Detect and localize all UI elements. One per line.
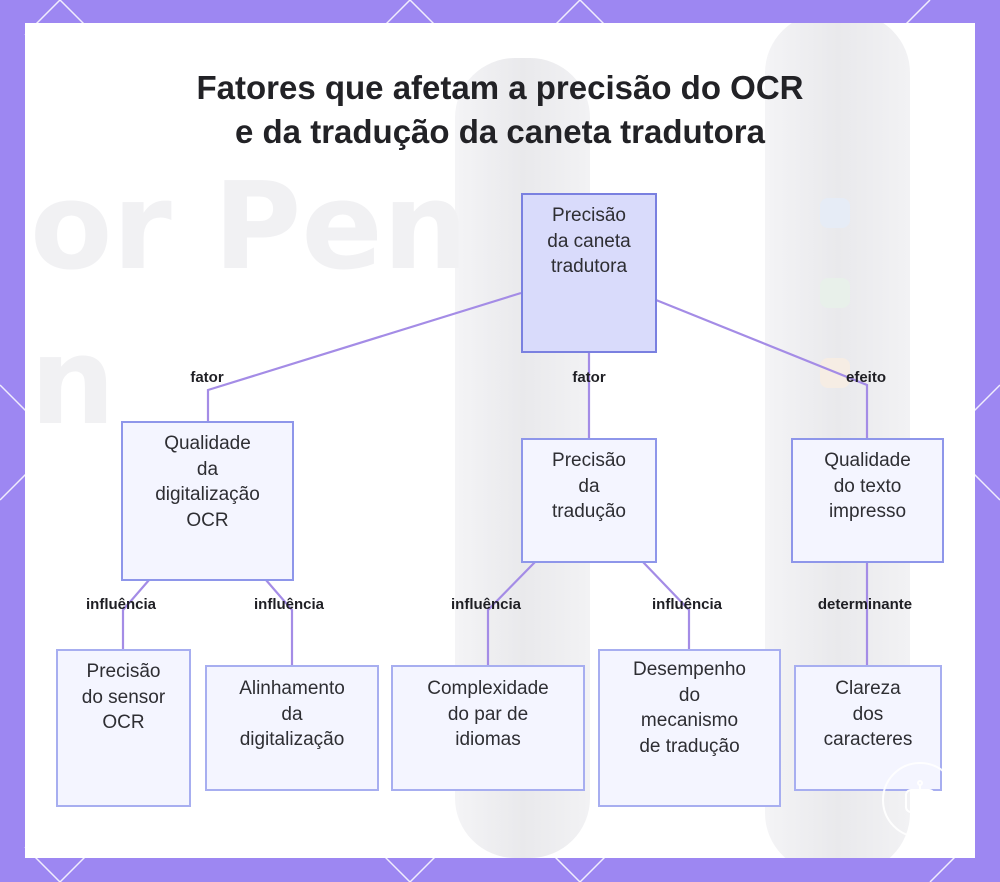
node-precisao-sensor: Precisão do sensor OCR [56, 649, 191, 807]
node-alinhamento: Alinhamento da digitalização [205, 665, 379, 791]
node-line: tradutora [550, 256, 628, 277]
node-line: Desempenho [632, 659, 747, 680]
node-line: OCR [186, 509, 229, 531]
node-line: Qualidade [164, 433, 251, 454]
node-line: Precisão [86, 661, 161, 682]
node-qualidade-digitalizacao: Qualidade da digitalização OCR [121, 421, 294, 581]
node-line: digitalização [155, 484, 260, 505]
node-precisao-caneta: Precisão da caneta tradutora [521, 193, 657, 353]
edge-translation-engine [642, 561, 691, 650]
edge-ocr-sensor [121, 579, 150, 650]
diagram-title: Fatores que afetam a precisão do OCR e d… [0, 66, 1000, 154]
edge-label-translation-engine: influência [651, 596, 723, 613]
node-line: Qualidade [824, 450, 911, 471]
node-line: mecanismo [640, 710, 739, 731]
node-line: OCR [102, 712, 145, 733]
node-line: da [196, 458, 219, 480]
pen-button-green [820, 278, 850, 308]
node-line: Clareza [835, 678, 901, 699]
node-line: digitalização [239, 729, 345, 750]
node-line: Precisão [552, 205, 626, 226]
node-line: idiomas [455, 729, 521, 750]
node-line: Complexidade [427, 678, 549, 699]
node-precisao-traducao: Precisão da tradução [521, 438, 657, 563]
background-brand-letter: n [30, 313, 116, 452]
node-line: do [678, 684, 701, 706]
edge-label-root-print: efeito [845, 369, 887, 386]
title-line-2: e da tradução da caneta tradutora [235, 113, 765, 150]
edge-label-root-ocr: fator [190, 369, 224, 386]
node-line: caracteres [823, 729, 913, 750]
edge-label-ocr-sensor: influência [85, 596, 157, 613]
node-line: do par de [447, 703, 529, 725]
title-line-1: Fatores que afetam a precisão do OCR [196, 69, 804, 106]
robot-logo-icon [882, 762, 958, 838]
node-line: impresso [828, 501, 907, 522]
node-line: Alinhamento [239, 678, 345, 699]
node-line: da [578, 475, 600, 497]
node-line: da caneta [547, 230, 631, 252]
edge-label-print-clarity: determinante [817, 596, 913, 613]
edge-label-ocr-alignment: influência [253, 596, 325, 613]
background-brand-text: or Pen [30, 158, 469, 297]
edge-translation-pair [486, 561, 536, 666]
node-line: Precisão [552, 450, 626, 471]
edge-ocr-alignment [265, 579, 294, 666]
edge-root-ocr [206, 291, 522, 422]
edge-label-translation-pair: influência [450, 596, 522, 613]
pen-button-blue [820, 198, 850, 228]
node-line: tradução [552, 501, 626, 522]
robot-face-icon [905, 780, 935, 813]
edge-label-root-translation: fator [572, 369, 606, 386]
node-line: do texto [833, 475, 902, 497]
node-line: do sensor [81, 686, 166, 708]
edge-root-print [655, 298, 869, 439]
node-desempenho-mecanismo: Desempenho do mecanismo de tradução [598, 649, 781, 807]
node-line: da [281, 703, 303, 725]
node-line: de tradução [639, 735, 740, 757]
node-complexidade-idiomas: Complexidade do par de idiomas [391, 665, 585, 791]
node-line: dos [852, 703, 884, 725]
node-qualidade-texto: Qualidade do texto impresso [791, 438, 944, 563]
